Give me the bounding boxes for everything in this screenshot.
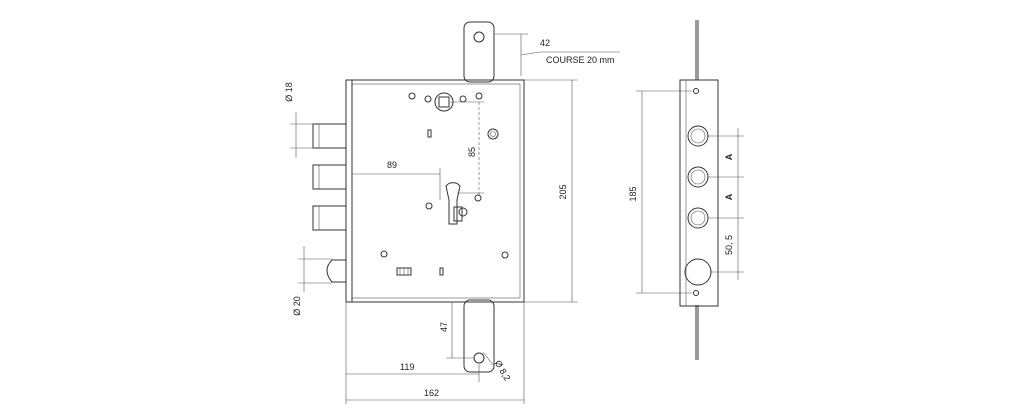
- front-view: [312, 21, 525, 373]
- latch-bolt: [326, 259, 347, 283]
- bottom-tab-hole: [473, 352, 485, 364]
- dim-119: 119: [400, 362, 414, 372]
- dim-a-2: A: [724, 193, 734, 200]
- top-tab: [463, 21, 495, 83]
- lock-case-inner: [351, 83, 521, 299]
- front-dimensions: 42 COURSE 20 mm Ø 18 89 85 205 Ø 20 47 Ø: [284, 33, 620, 404]
- dim-162: 162: [424, 388, 439, 398]
- dim-hole-diameter: Ø 8,2: [493, 358, 513, 382]
- dim-50-5: 50, 5: [724, 235, 734, 255]
- dim-47: 47: [439, 322, 449, 332]
- bolt-2: [312, 164, 347, 190]
- side-latch: [684, 258, 712, 286]
- bolt-1: [312, 123, 347, 149]
- top-tab-hole: [473, 31, 485, 43]
- faceplate: [345, 79, 353, 303]
- dim-course: COURSE 20 mm: [546, 55, 615, 65]
- side-view: [679, 20, 719, 360]
- dim-a-1: A: [724, 153, 734, 160]
- dim-205: 205: [558, 184, 568, 199]
- bottom-tab: [463, 299, 495, 373]
- cylinder-cutout: [445, 182, 461, 225]
- bolts: [312, 123, 347, 283]
- dim-85: 85: [467, 147, 477, 157]
- dim-185: 185: [628, 186, 638, 201]
- bolt-3: [312, 205, 347, 231]
- dim-42: 42: [540, 38, 550, 48]
- side-dimensions: 185 A A 50, 5: [628, 90, 744, 294]
- dim-latch-diameter: Ø 20: [292, 296, 302, 316]
- dim-89: 89: [387, 160, 397, 170]
- lock-case: [345, 79, 525, 303]
- dim-bolt-diameter: Ø 18: [284, 82, 294, 102]
- side-faceplate: [679, 79, 719, 307]
- spindle-square: [438, 96, 450, 108]
